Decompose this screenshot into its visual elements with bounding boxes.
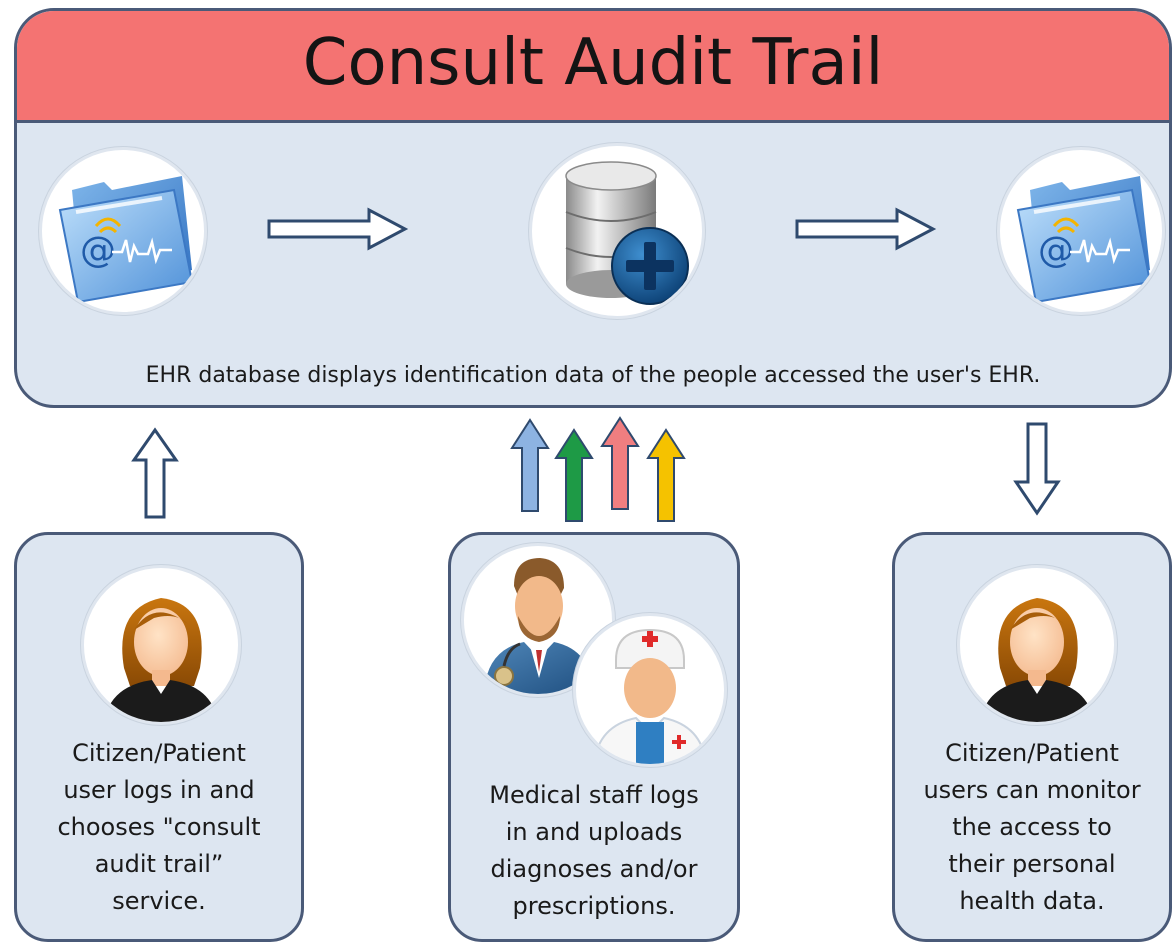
down-arrow-icon xyxy=(1013,422,1061,516)
patient-monitor-text: Citizen/Patient users can monitor the ac… xyxy=(923,739,1141,915)
title-bar: Consult Audit Trail xyxy=(17,11,1169,123)
diagram-title: Consult Audit Trail xyxy=(302,25,884,100)
diagram-caption: EHR database displays identification dat… xyxy=(145,363,1041,388)
yellow-up-arrow-icon xyxy=(646,428,686,522)
female-user-icon xyxy=(957,565,1117,725)
red-up-arrow-icon xyxy=(600,416,640,510)
ehr-folder-icon: @ xyxy=(997,147,1165,315)
svg-text:@: @ xyxy=(80,230,116,271)
doctor-icon xyxy=(461,543,615,697)
right-arrow-icon xyxy=(795,207,937,251)
patient-login-text: Citizen/Patient user logs in and chooses… xyxy=(57,739,261,915)
top-panel: Consult Audit Trail @ xyxy=(14,8,1172,408)
medical-staff-text: Medical staff logs in and uploads diagno… xyxy=(489,781,699,920)
right-arrow-icon xyxy=(267,207,409,251)
ehr-folder-icon: @ xyxy=(39,147,207,315)
patient-login-box: Citizen/Patient user logs in and chooses… xyxy=(14,532,304,942)
medical-staff-box: Medical staff logs in and uploads diagno… xyxy=(448,532,740,942)
database-plus-icon xyxy=(529,143,705,319)
nurse-icon xyxy=(573,613,727,767)
female-user-icon xyxy=(81,565,241,725)
svg-text:@: @ xyxy=(1038,230,1074,271)
patient-monitor-box: Citizen/Patient users can monitor the ac… xyxy=(892,532,1172,942)
green-up-arrow-icon xyxy=(554,428,594,522)
up-arrow-icon xyxy=(131,427,179,519)
blue-up-arrow-icon xyxy=(510,418,550,512)
